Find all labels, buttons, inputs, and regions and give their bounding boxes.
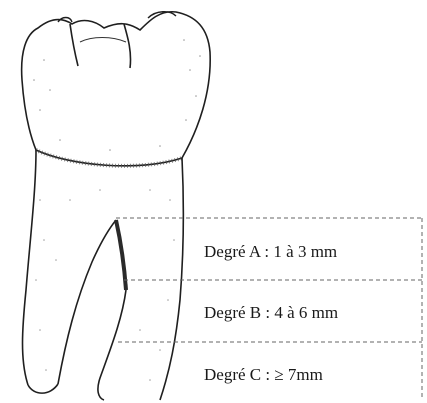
degree-c-label: Degré C : ≥ 7mm: [204, 366, 323, 383]
root-distal-outer: [160, 158, 183, 400]
root-mesial-outer: [23, 150, 37, 385]
crown-outline: [22, 12, 211, 166]
root-mesial-apex: [28, 384, 58, 393]
cusp-line-left: [70, 24, 78, 66]
degree-b-label: Degré B : 4 à 6 mm: [204, 304, 338, 321]
degree-a-label: Degré A : 1 à 3 mm: [204, 243, 337, 260]
crown-stippling: [33, 39, 201, 151]
root-distal-inner: [98, 290, 126, 400]
cusp-line-right: [124, 24, 131, 68]
marginal-ridge: [80, 38, 126, 43]
